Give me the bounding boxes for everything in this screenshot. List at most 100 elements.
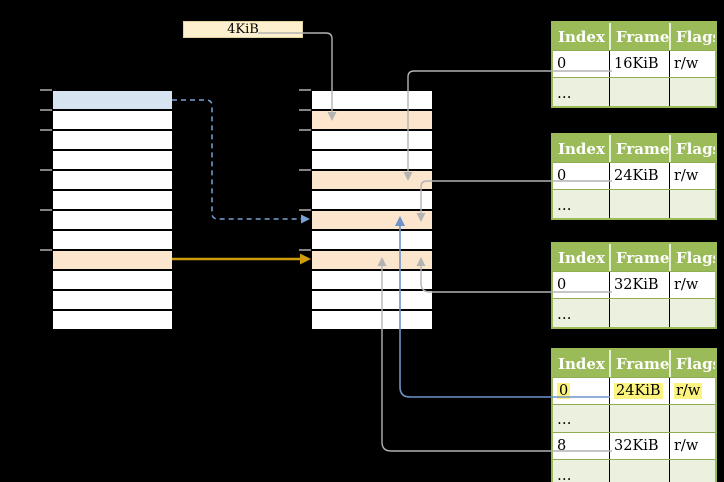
header-text: Index — [558, 27, 605, 46]
cell-text: … — [557, 198, 572, 214]
table-header-row: Index FrameFlags — [553, 244, 715, 271]
page-table-1: Index Frame Flags 0 16KiB r/w … — [551, 21, 717, 108]
memory-row-white — [53, 171, 172, 189]
virtual-page-translation-dashed-arrowhead-icon — [301, 214, 310, 224]
memory-row-white — [312, 291, 432, 309]
virtual-memory-column — [53, 90, 172, 330]
cell-text: r/w — [674, 277, 699, 293]
table-cell — [669, 460, 715, 482]
address-tick-mark — [40, 129, 52, 131]
page-table-3: Index FrameFlags 0 32KiB r/w … — [551, 242, 717, 329]
cell-text: 0 — [557, 277, 567, 293]
table-cell: r/w — [669, 378, 715, 404]
table-cell: r/w — [669, 163, 715, 189]
address-tick-mark — [40, 169, 52, 171]
cell-text: 8 — [557, 438, 567, 454]
table-cell: 32KiB — [609, 433, 669, 459]
address-tick-mark — [299, 209, 311, 211]
address-tick-mark — [40, 209, 52, 211]
header-text: Flags — [676, 139, 715, 158]
table-cell — [609, 78, 669, 106]
cell-text: r/w — [674, 168, 699, 184]
table-cell: 0 — [553, 378, 609, 404]
table-header-row: Index Frame Flags — [553, 23, 715, 50]
memory-row-white — [53, 191, 172, 209]
table-header-cell: Frame — [609, 135, 669, 162]
header-text: Frame — [616, 139, 669, 158]
header-text: Index — [558, 248, 605, 267]
table-cell — [609, 460, 669, 482]
header-text: Frame — [616, 27, 669, 46]
memory-row-white — [312, 191, 432, 209]
table-cell — [669, 405, 715, 432]
memory-row-white — [53, 271, 172, 289]
table-row: 0 32KiB r/w — [553, 271, 715, 298]
table-row: 0 24KiB r/w — [553, 377, 715, 404]
table-cell: 32KiB — [609, 272, 669, 298]
address-tick-mark — [299, 249, 311, 251]
table-cell — [609, 190, 669, 218]
table-row: … — [553, 77, 715, 106]
table-cell: … — [553, 78, 609, 106]
table-cell: 0 — [553, 163, 609, 189]
memory-row-white — [312, 311, 432, 329]
memory-row-white — [53, 111, 172, 129]
cell-text: r/w — [674, 438, 699, 454]
memory-row-white — [312, 91, 432, 109]
table-cell: 24KiB — [609, 378, 669, 404]
table-cell — [609, 405, 669, 432]
page-size-label-text: 4KiB — [227, 22, 259, 37]
memory-row-orange — [312, 111, 432, 129]
physical-memory-column — [312, 90, 432, 330]
memory-row-white — [53, 151, 172, 169]
table-header-row: IndexFrameFlags — [553, 350, 715, 377]
table-row: … — [553, 189, 715, 218]
table-header-cell: Index — [553, 244, 609, 271]
table-cell: 24KiB — [609, 163, 669, 189]
cell-text: 32KiB — [614, 438, 659, 454]
header-text: Frame — [616, 248, 669, 267]
table-cell — [609, 299, 669, 327]
address-tick-mark — [299, 129, 311, 131]
table-cell: … — [553, 460, 609, 482]
memory-row-white — [53, 291, 172, 309]
address-tick-mark — [299, 109, 311, 111]
cell-text: 0 — [557, 168, 567, 184]
table-header-cell: Flags — [669, 244, 715, 271]
cell-text: 24KiB — [614, 168, 659, 184]
table-header-cell: Index — [553, 23, 609, 50]
table-cell — [669, 299, 715, 327]
table-row: 0 24KiB r/w — [553, 162, 715, 189]
cell-text: r/w — [674, 56, 699, 72]
memory-row-white — [312, 151, 432, 169]
memory-row-blue — [53, 91, 172, 109]
page-table-4: IndexFrameFlags024KiBr/w…832KiBr/w… — [551, 348, 717, 482]
table-header-cell: Flags — [669, 135, 715, 162]
table-header-cell: Frame — [609, 23, 669, 50]
table-cell: … — [553, 190, 609, 218]
table-cell — [669, 78, 715, 106]
address-tick-mark — [40, 89, 52, 91]
table-row: … — [553, 298, 715, 327]
cell-text: 0 — [557, 383, 571, 399]
cell-text: 32KiB — [614, 277, 659, 293]
memory-row-orange — [312, 211, 432, 229]
memory-row-white — [53, 211, 172, 229]
table-cell — [669, 190, 715, 218]
table-cell: r/w — [669, 433, 715, 459]
cell-text: 16KiB — [614, 56, 659, 72]
cell-text: … — [557, 86, 572, 102]
cell-text: 0 — [557, 56, 567, 72]
memory-row-white — [53, 311, 172, 329]
table-header-cell: Index — [553, 350, 609, 377]
table-row: 0 16KiB r/w — [553, 50, 715, 77]
table-row: … — [553, 459, 715, 482]
cell-text: r/w — [674, 383, 703, 399]
virtual-page-translation-dashed-line — [172, 99, 301, 220]
address-tick-mark — [40, 109, 52, 111]
page-table-2: IndexFrameFlags024KiBr/w… — [551, 133, 717, 220]
memory-row-white — [312, 231, 432, 249]
header-text: Flags — [676, 27, 715, 46]
address-tick-mark — [40, 249, 52, 251]
memory-row-orange — [53, 251, 172, 269]
